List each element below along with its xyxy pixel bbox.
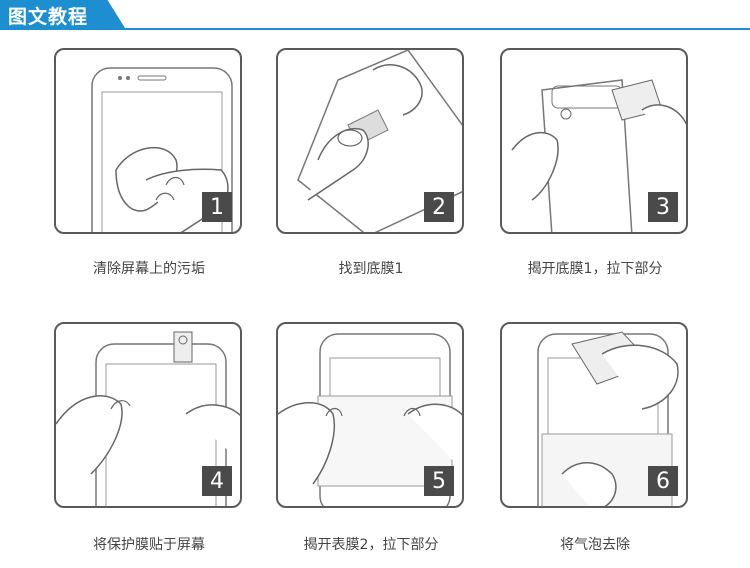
step-number-badge: 4 [202,466,232,496]
step-1-caption: 清除屏幕上的污垢 [93,261,205,277]
peeling-film-1-illustration [511,79,686,232]
step-6-card: 6 [500,322,688,508]
section-header: 图文教程 [0,0,750,30]
step-number-badge: 5 [424,466,454,496]
removing-bubbles-illustration [537,331,679,506]
step-number-badge: 2 [424,192,454,222]
step-5-card: 5 [276,322,464,508]
step-4-caption: 将保护膜贴于屏幕 [93,537,205,553]
step-number-badge: 3 [648,192,678,222]
header-divider [0,28,750,30]
step-number-badge: 1 [202,192,232,222]
film-with-tab-illustration [297,50,462,232]
header-tab [0,0,125,28]
step-3-caption: 揭开底膜1，拉下部分 [527,261,663,277]
hand-cleaning-screen-illustration [91,67,233,232]
step-2-caption: 找到底膜1 [338,261,404,277]
step-number-badge: 6 [648,466,678,496]
step-2-card: 2 [276,48,464,234]
step-6-caption: 将气泡去除 [560,537,630,553]
applying-film-illustration [56,331,240,506]
section-title: 图文教程 [8,6,89,28]
step-3-card: 3 [500,48,688,234]
step-5-caption: 揭开表膜2，拉下部分 [303,537,439,553]
step-4-card: 4 [54,322,242,508]
step-1-card: 1 [54,48,242,234]
